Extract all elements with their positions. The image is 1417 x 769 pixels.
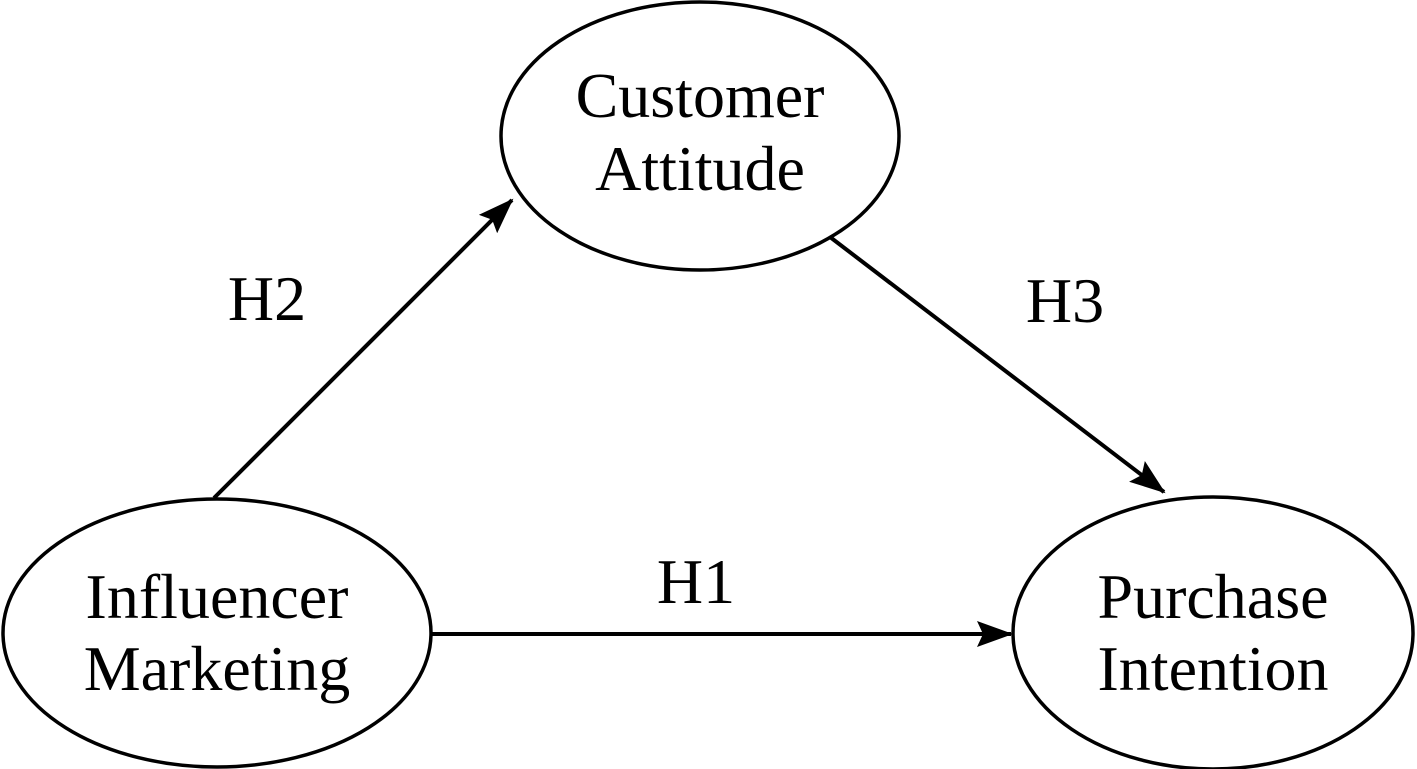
node-influencer-marketing-label-line2: Marketing — [84, 633, 351, 704]
node-customer-attitude-label-line1: Customer — [576, 60, 825, 131]
edge-h3-label: H3 — [1026, 265, 1104, 336]
edge-h3-arrow — [828, 235, 1166, 494]
node-purchase-intention-label-line2: Intention — [1097, 633, 1328, 704]
node-customer-attitude-label-line2: Attitude — [595, 133, 805, 204]
edge-h2-arrow — [212, 198, 514, 500]
node-purchase-intention-label-line1: Purchase — [1097, 561, 1328, 632]
edge-h1-label: H1 — [657, 546, 735, 617]
node-customer-attitude-ellipse — [499, 0, 901, 272]
node-influencer-marketing-label-line1: Influencer — [86, 561, 349, 632]
edge-h2-label: H2 — [228, 263, 306, 334]
node-purchase-intention-ellipse — [1011, 495, 1415, 769]
node-influencer-marketing-ellipse — [1, 497, 433, 769]
